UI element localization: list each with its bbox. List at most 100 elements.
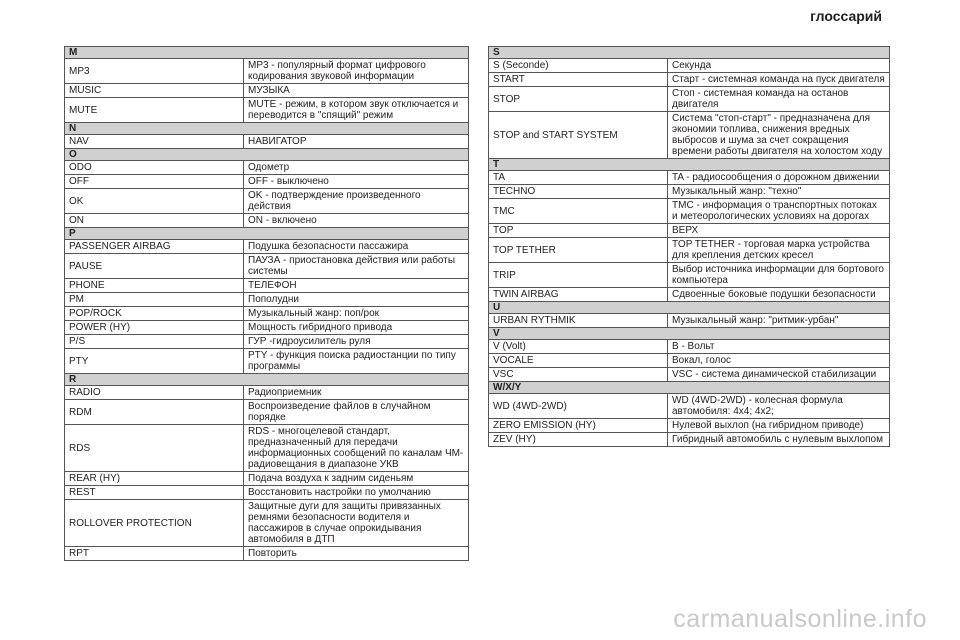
table-row: REAR (HY)Подача воздуха к задним сиденья… xyxy=(64,471,469,486)
term-cell: TRIP xyxy=(488,262,668,288)
term-cell: ZERO EMISSION (HY) xyxy=(488,418,668,433)
definition-cell: Стоп - системная команда на останов двиг… xyxy=(667,86,890,112)
term-cell: VSC xyxy=(488,367,668,382)
term-cell: TECHNO xyxy=(488,184,668,199)
definition-cell: Восстановить настройки по умолчанию xyxy=(243,485,469,500)
definition-cell: ON - включено xyxy=(243,213,469,228)
definition-cell: Одометр xyxy=(243,160,469,175)
section-letter: W/X/Y xyxy=(488,381,890,394)
definition-cell: TMC - информация о транспортных потоках … xyxy=(667,198,890,224)
table-row: S (Seconde)Секунда xyxy=(488,58,890,73)
definition-cell: TOP TETHER - торговая марка устройства д… xyxy=(667,237,890,263)
term-cell: VOCALE xyxy=(488,353,668,368)
term-cell: MP3 xyxy=(64,58,244,84)
page-title: глоссарий xyxy=(810,8,882,24)
definition-cell: ГУР -гидроусилитель руля xyxy=(243,334,469,349)
section-header-row: M xyxy=(64,46,469,59)
section-letter: V xyxy=(488,327,890,340)
section-letter: M xyxy=(64,46,469,59)
term-cell: ON xyxy=(64,213,244,228)
term-cell: PM xyxy=(64,292,244,307)
term-cell: P/S xyxy=(64,334,244,349)
section-letter: O xyxy=(64,148,469,161)
section-letter: S xyxy=(488,46,890,59)
definition-cell: МУЗЫКА xyxy=(243,83,469,98)
term-cell: TMC xyxy=(488,198,668,224)
section-letter: T xyxy=(488,158,890,171)
definition-cell: Мощность гибридного привода xyxy=(243,320,469,335)
definition-cell: НАВИГАТОР xyxy=(243,134,469,149)
definition-cell: ВЕРХ xyxy=(667,223,890,238)
definition-cell: ТЕЛЕФОН xyxy=(243,278,469,293)
definition-cell: OFF - выключено xyxy=(243,174,469,189)
section-header-row: R xyxy=(64,373,469,386)
term-cell: WD (4WD-2WD) xyxy=(488,393,668,419)
section-header-row: W/X/Y xyxy=(488,381,890,394)
definition-cell: Защитные дуги для защиты привязанных рем… xyxy=(243,499,469,547)
definition-cell: VSC - система динамической стабилизации xyxy=(667,367,890,382)
definition-cell: Подушка безопасности пассажира xyxy=(243,239,469,254)
section-header-row: U xyxy=(488,301,890,314)
term-cell: S (Seconde) xyxy=(488,58,668,73)
watermark: carmanualsonline.info xyxy=(673,605,927,633)
term-cell: OFF xyxy=(64,174,244,189)
term-cell: TWIN AIRBAG xyxy=(488,287,668,302)
definition-cell: MUTE - режим, в котором звук отключается… xyxy=(243,97,469,123)
term-cell: MUTE xyxy=(64,97,244,123)
term-cell: RADIO xyxy=(64,385,244,400)
definition-cell: RDS - многоцелевой стандарт, предназначе… xyxy=(243,424,469,472)
term-cell: OK xyxy=(64,188,244,214)
term-cell: PAUSE xyxy=(64,253,244,279)
term-cell: RDS xyxy=(64,424,244,472)
definition-cell: TA - радиосообщения о дорожном движении xyxy=(667,170,890,185)
term-cell: TA xyxy=(488,170,668,185)
definition-cell: Нулевой выхлоп (на гибридном приводе) xyxy=(667,418,890,433)
section-header-row: T xyxy=(488,158,890,171)
section-letter: U xyxy=(488,301,890,314)
term-cell: STOP xyxy=(488,86,668,112)
section-header-row: S xyxy=(488,46,890,59)
definition-cell: В - Вольт xyxy=(667,339,890,354)
term-cell: REAR (HY) xyxy=(64,471,244,486)
term-cell: START xyxy=(488,72,668,87)
term-cell: RDM xyxy=(64,399,244,425)
section-letter: N xyxy=(64,122,469,135)
section-header-row: V xyxy=(488,327,890,340)
definition-cell: Музыкальный жанр: поп/рок xyxy=(243,306,469,321)
term-cell: TOP TETHER xyxy=(488,237,668,263)
term-cell: RPT xyxy=(64,546,244,561)
section-header-row: O xyxy=(64,148,469,161)
term-cell: ZEV (HY) xyxy=(488,432,668,447)
term-cell: TOP xyxy=(488,223,668,238)
term-cell: URBAN RYTHMIK xyxy=(488,313,668,328)
definition-cell: Музыкальный жанр: "техно" xyxy=(667,184,890,199)
table-row: V (Volt)В - Вольт xyxy=(488,339,890,354)
definition-cell: Выбор источника информации для бортового… xyxy=(667,262,890,288)
table-row: ZERO EMISSION (HY)Нулевой выхлоп (на гиб… xyxy=(488,418,890,433)
term-cell: POWER (HY) xyxy=(64,320,244,335)
term-cell: STOP and START SYSTEM xyxy=(488,111,668,159)
